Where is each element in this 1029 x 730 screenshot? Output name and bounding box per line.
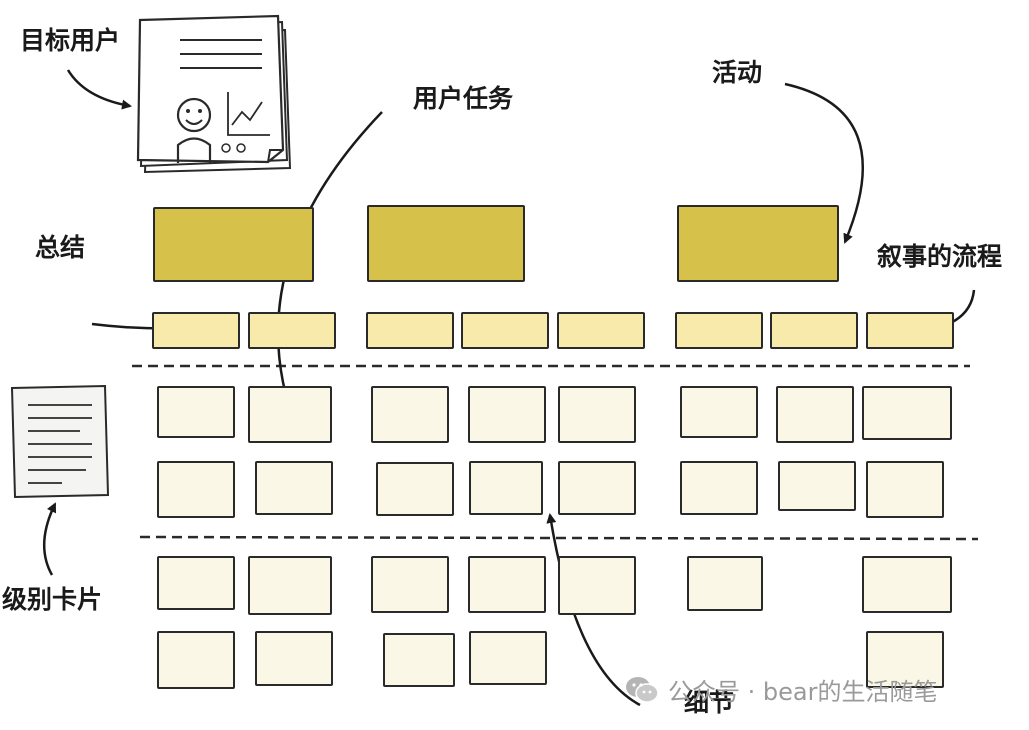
label-detail: 细节 bbox=[684, 688, 735, 717]
detail-card bbox=[157, 631, 235, 689]
detail-card bbox=[371, 386, 449, 443]
detail-card bbox=[469, 461, 543, 515]
detail-card bbox=[558, 461, 636, 515]
detail-card bbox=[866, 631, 944, 688]
label-activity: 活动 bbox=[712, 58, 763, 87]
label-level-card: 级别卡片 bbox=[2, 585, 103, 614]
task-card bbox=[152, 312, 240, 349]
detail-card bbox=[468, 556, 546, 613]
task-card bbox=[770, 312, 858, 349]
detail-card bbox=[255, 631, 333, 686]
detail-card bbox=[157, 461, 235, 518]
task-card bbox=[675, 312, 763, 349]
detail-card bbox=[255, 461, 333, 515]
wechat-icon bbox=[626, 677, 659, 703]
detail-card bbox=[862, 556, 952, 613]
task-card bbox=[248, 312, 336, 349]
task-card bbox=[866, 312, 954, 349]
detail-card bbox=[376, 462, 454, 516]
line-chart-icon bbox=[227, 92, 270, 136]
detail-card bbox=[371, 556, 449, 613]
arrow-activity bbox=[784, 82, 865, 244]
detail-card bbox=[866, 461, 944, 518]
task-card bbox=[366, 312, 454, 349]
detail-card bbox=[558, 386, 636, 443]
activity-card bbox=[153, 207, 314, 282]
detail-card bbox=[468, 386, 546, 443]
detail-card bbox=[778, 461, 856, 511]
persona-document-icon bbox=[136, 14, 292, 174]
task-card bbox=[557, 312, 645, 349]
smiley-face-icon bbox=[176, 97, 212, 163]
detail-card bbox=[248, 386, 332, 443]
detail-card bbox=[862, 386, 952, 440]
detail-card bbox=[680, 386, 758, 438]
detail-card bbox=[776, 386, 854, 443]
label-summary: 总结 bbox=[35, 233, 86, 262]
detail-card bbox=[558, 556, 636, 615]
label-narrative-flow: 叙事的流程 bbox=[877, 242, 1003, 271]
detail-card bbox=[248, 556, 332, 615]
detail-card bbox=[157, 386, 235, 438]
activity-card bbox=[677, 205, 839, 282]
watermark: 公众号 · bear的生活随笔 bbox=[624, 672, 937, 706]
task-card bbox=[461, 312, 549, 349]
detail-card bbox=[469, 631, 547, 685]
text-document-icon bbox=[10, 384, 110, 499]
detail-card bbox=[680, 461, 758, 515]
label-user-task: 用户任务 bbox=[413, 84, 514, 113]
detail-card bbox=[383, 633, 455, 687]
activity-card bbox=[367, 205, 525, 282]
label-target-user: 目标用户 bbox=[20, 26, 121, 55]
arrow-level-card bbox=[42, 502, 57, 576]
arrow-target-user bbox=[66, 69, 132, 110]
watermark-text: 公众号 · bear的生活随笔 bbox=[668, 677, 938, 706]
arrow-detail bbox=[546, 513, 641, 707]
separator-bottom bbox=[139, 535, 979, 541]
detail-card bbox=[157, 556, 235, 610]
detail-card bbox=[687, 556, 763, 611]
